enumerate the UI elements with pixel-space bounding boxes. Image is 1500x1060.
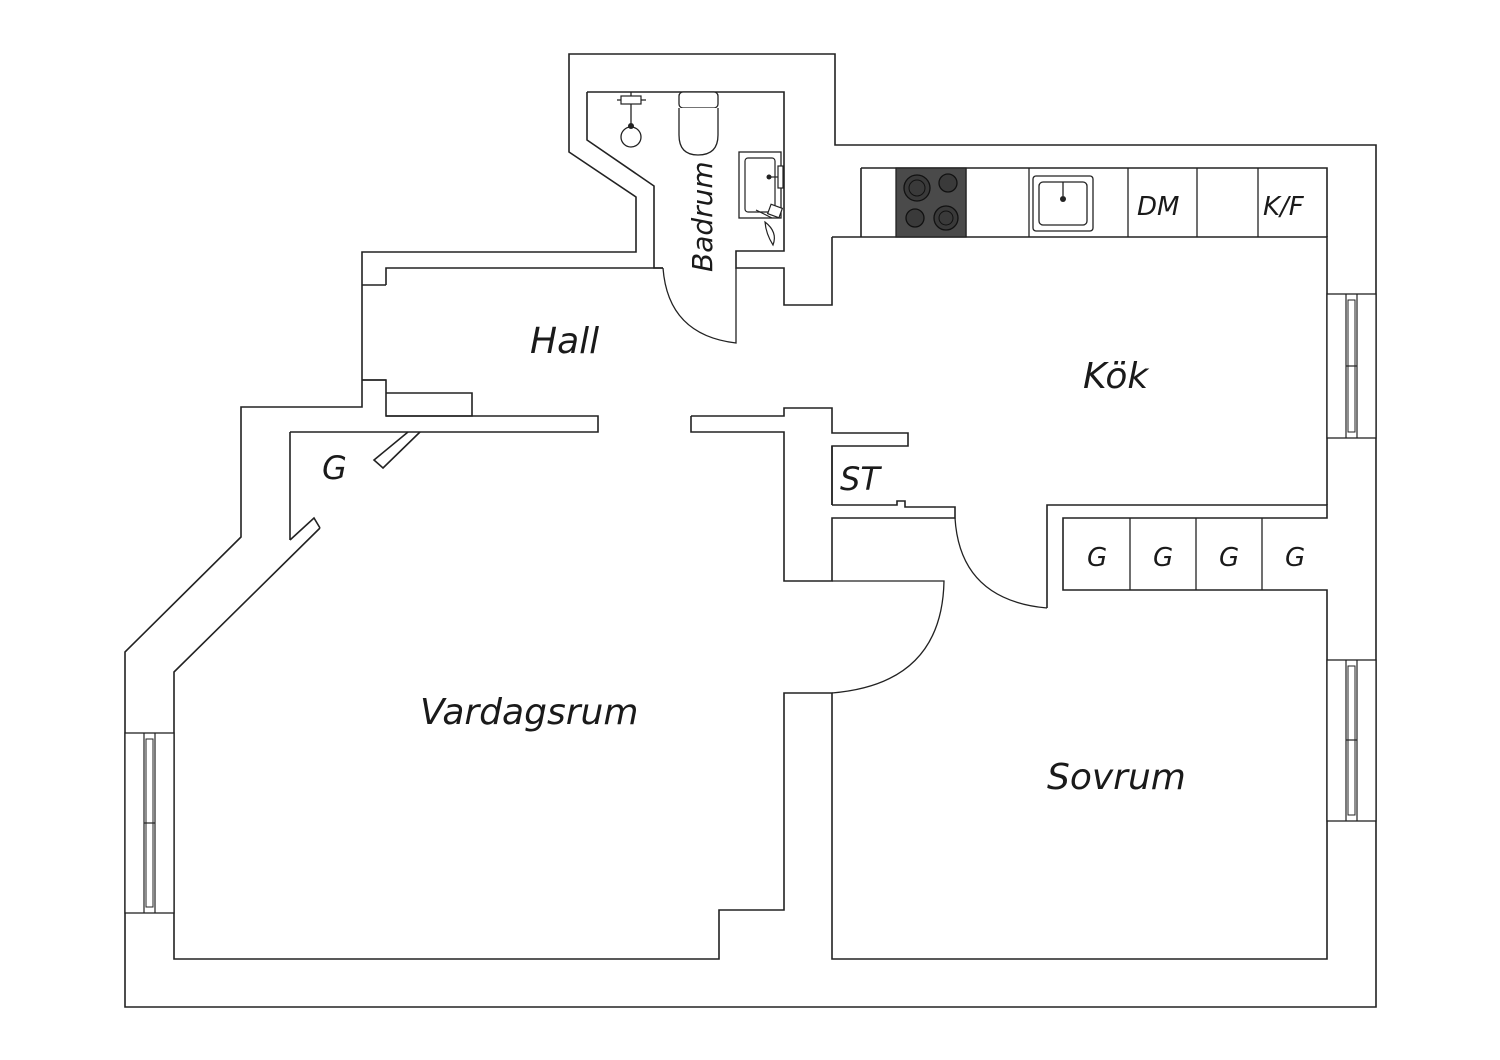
bedroom-wardrobe-label: G: [1219, 543, 1239, 573]
kitchen-unit-fridge-freezer: K/F: [1263, 192, 1305, 222]
room-label-bathroom: Badrum: [686, 161, 719, 272]
bedroom-wardrobe-label: G: [1285, 543, 1305, 573]
window-kitchen: [1326, 293, 1377, 439]
outer-wall: [124, 53, 1377, 1008]
bedroom-wardrobe-label: G: [1087, 543, 1107, 573]
living-room-door-swing: [831, 580, 945, 694]
shower-icon: [617, 92, 646, 148]
partition-right: [691, 407, 909, 505]
hall-wardrobe-door: [372, 431, 421, 470]
room-label-hall: Hall: [530, 321, 599, 362]
room-label-living-room: Vardagsrum: [420, 692, 638, 733]
window-bedroom: [1326, 659, 1377, 822]
room-label-bedroom: Sovrum: [1047, 757, 1186, 798]
bidet-shower-icon: [755, 203, 784, 247]
window-living-room: [124, 732, 175, 914]
room-label-storage: ST: [840, 460, 882, 498]
stove-icon: [895, 167, 967, 238]
kitchen-counter: [860, 167, 1328, 237]
hall-wall: [385, 267, 663, 285]
room-label-hall-wardrobe: G: [322, 449, 347, 487]
bedroom-door-swing: [954, 517, 1048, 609]
partition-left: [386, 415, 599, 433]
kitchen-sink-icon: [1032, 175, 1094, 232]
bathroom-door-swing: [662, 267, 737, 344]
bedroom-wardrobe-label: G: [1153, 543, 1173, 573]
kitchen-unit-dishwasher: DM: [1137, 192, 1179, 222]
room-label-kitchen: Kök: [1083, 356, 1150, 397]
kitchen-wall: [832, 236, 1328, 505]
hall-wall-left: [362, 284, 473, 417]
partition-right-2: [690, 416, 956, 582]
bathroom-sink-icon: [738, 151, 784, 219]
living-room-wall: [173, 431, 1328, 960]
toilet-icon: [678, 91, 719, 156]
bathroom-inner-wall-left: [586, 92, 663, 269]
living-wardrobe-door: [289, 516, 321, 541]
